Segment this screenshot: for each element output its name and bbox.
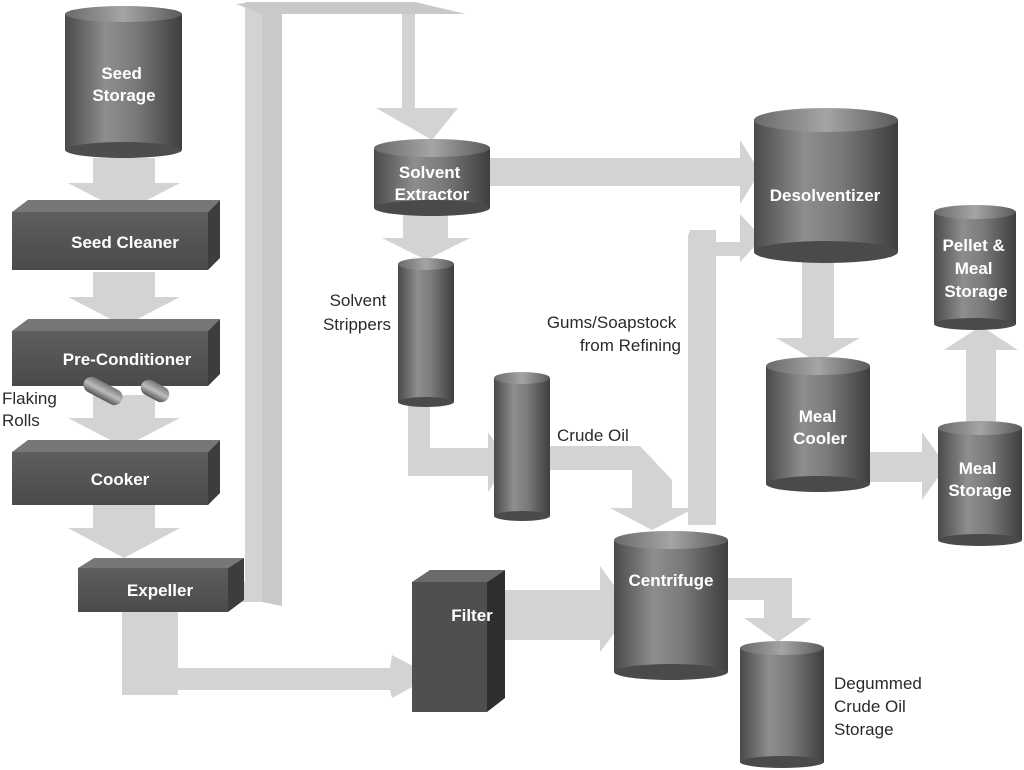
arrow-filter-to-centrifuge	[505, 566, 632, 652]
arrow-mealstorage-to-pellet	[944, 326, 1018, 422]
gums-soapstock-annotation: Gums/Soapstock from Refining	[547, 313, 681, 355]
gums-soapstock-line2: from Refining	[580, 336, 681, 355]
filter-box	[412, 570, 505, 712]
seed-cleaner-label: Seed Cleaner	[71, 233, 179, 252]
arrow-top-bend	[245, 2, 466, 14]
meal-storage-label-line1: Meal	[959, 459, 997, 478]
flaking-rolls-line1: Flaking	[2, 389, 57, 408]
flaking-rolls-line2: Rolls	[2, 411, 40, 430]
arrow-expeller-to-extractor	[228, 2, 458, 602]
arrow-extractor-to-desolventizer	[486, 140, 760, 204]
solvent-strippers-line2: Strippers	[323, 315, 391, 334]
pre-conditioner-label: Pre-Conditioner	[63, 350, 192, 369]
degummed-line2: Crude Oil	[834, 697, 906, 716]
arrow-desolventizer-to-cooler	[776, 262, 860, 362]
solvent-strippers-line1: Solvent	[330, 291, 387, 310]
meal-cooler-tank	[766, 357, 870, 492]
degummed-crude-oil-storage-annotation: Degummed Crude Oil Storage	[834, 674, 927, 739]
arrow-rolls-to-cooker	[68, 395, 180, 447]
arrow-expeller-to-filter	[122, 612, 432, 698]
desolventizer-label: Desolventizer	[770, 186, 881, 205]
pellet-meal-storage-label-line3: Storage	[944, 282, 1007, 301]
pellet-meal-storage-label-line2: Meal	[955, 259, 993, 278]
seed-storage-label-line1: Seed	[101, 64, 142, 83]
crude-oil-annotation: Crude Oil	[557, 426, 629, 445]
arrow-cooler-to-mealstorage	[870, 432, 946, 500]
desolventizer-tank	[754, 108, 898, 263]
arrow-cooker-to-expeller	[68, 505, 180, 558]
filter-label: Filter	[451, 606, 493, 625]
cooker-label: Cooker	[91, 470, 150, 489]
degummed-line3: Storage	[834, 720, 894, 739]
arrow-strippers-to-crudeoil	[408, 402, 508, 492]
seed-storage-label: Seed Storage	[92, 64, 155, 105]
solvent-strippers-annotation: Solvent Strippers	[323, 291, 391, 334]
meal-cooler-label-line1: Meal	[799, 407, 837, 426]
flaking-rolls-annotation: Flaking Rolls	[2, 389, 62, 430]
arrow-centrifuge-to-degummed	[728, 578, 812, 642]
arrow-centrifuge-to-desolventizer	[688, 214, 762, 525]
pellet-meal-storage-label-line1: Pellet &	[942, 236, 1004, 255]
solvent-strippers-column	[398, 258, 454, 407]
seed-cleaner-box	[12, 200, 220, 270]
expeller-label: Expeller	[127, 581, 194, 600]
solvent-extractor-label: Solvent Extractor	[395, 163, 470, 204]
crude-oil-tank	[494, 372, 550, 521]
meal-cooler-label-line2: Cooler	[793, 429, 847, 448]
meal-cooler-label: Meal Cooler	[793, 407, 847, 448]
seed-storage-tank	[65, 6, 182, 158]
cooker-box	[12, 440, 220, 505]
arrow-expeller-to-extractor-side	[236, 2, 282, 606]
solvent-extractor-label-line2: Extractor	[395, 185, 470, 204]
arrow-crudeoil-to-centrifuge	[548, 446, 695, 530]
degummed-crude-oil-storage-tank	[740, 641, 824, 768]
expeller-box	[78, 558, 244, 612]
pre-conditioner-box	[12, 319, 220, 386]
solvent-extractor-label-line1: Solvent	[399, 163, 461, 182]
seed-storage-label-line2: Storage	[92, 86, 155, 105]
meal-storage-label: Meal Storage	[948, 459, 1011, 500]
pellet-meal-storage-label: Pellet & Meal Storage	[942, 236, 1009, 301]
gums-soapstock-line1: Gums/Soapstock	[547, 313, 677, 332]
arrow-extractor-to-strippers	[382, 212, 470, 260]
meal-storage-label-line2: Storage	[948, 481, 1011, 500]
arrow-storage-to-cleaner	[68, 158, 180, 212]
pellet-meal-storage-tank	[934, 205, 1016, 330]
flaking-rolls	[83, 376, 170, 406]
meal-storage-tank	[938, 421, 1022, 546]
arrow-cleaner-to-preconditioner	[68, 272, 180, 326]
centrifuge-tank	[614, 531, 728, 680]
degummed-line1: Degummed	[834, 674, 922, 693]
centrifuge-label: Centrifuge	[629, 571, 714, 590]
solvent-extractor-tank	[374, 139, 490, 216]
